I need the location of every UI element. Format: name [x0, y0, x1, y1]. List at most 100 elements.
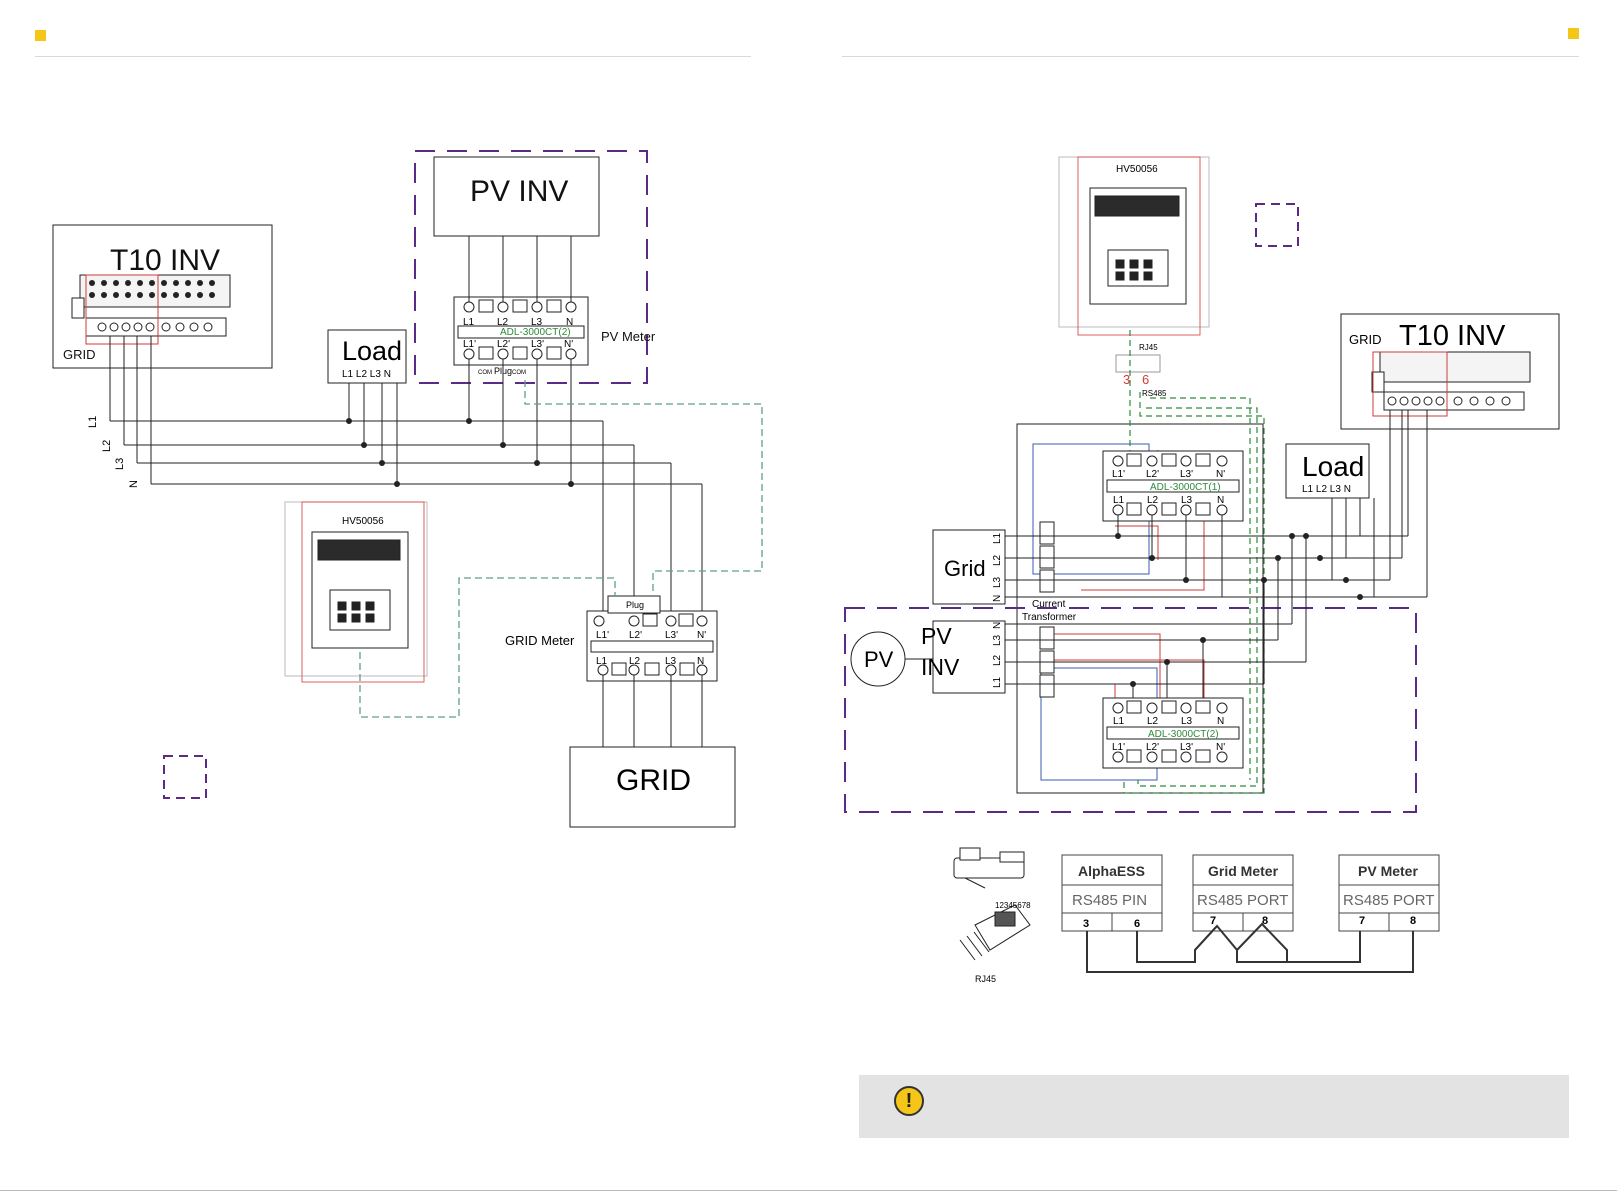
r-rj45-box	[1115, 354, 1161, 373]
r-grid-n: N	[992, 595, 1003, 602]
r-pin-3: 3	[1123, 372, 1130, 387]
r-hv-device	[1089, 187, 1187, 305]
r-meter1-model: ADL-3000CT(1)	[1150, 482, 1221, 493]
r-t10-terminal-screws	[1387, 396, 1511, 406]
pv-meter-com-b: COM	[512, 370, 526, 376]
bus-label-l3: L3	[114, 458, 126, 470]
r-hv-model: HV50056	[1116, 164, 1158, 175]
rs485-pin-diagram: 12345678 RJ45 AlphaESS RS485 PIN 3 6 Gri…	[953, 847, 1440, 984]
r-load-terms: L1 L2 L3 N	[1302, 484, 1351, 495]
r-meter2-model: ADL-3000CT(2)	[1148, 729, 1219, 740]
grid-box-title: GRID	[616, 764, 691, 797]
r-pv-l1: L1	[992, 676, 1003, 688]
pv-meter-term-l3p: L3'	[531, 339, 544, 350]
pv-inv-box	[433, 156, 600, 237]
r-grid-title: Grid	[944, 556, 986, 581]
r-meter1-term-l3: L3	[1181, 495, 1193, 506]
right-wiring-diagram: HV50056 RJ45 3 6 RS485 T10 INV GRID Load…	[844, 156, 1560, 813]
r-pv-inv-l1: PV	[921, 623, 952, 649]
r-grid-phase-wires	[1005, 410, 1428, 598]
bus-junctions	[346, 418, 574, 487]
pv-meter-term-l1: L1	[463, 317, 475, 328]
bus-wires	[109, 336, 703, 621]
pv-meter-term-n: N	[566, 317, 573, 328]
r-t10-terminal-block	[1371, 351, 1531, 417]
r-pv-inv-l2: INV	[921, 654, 960, 680]
load-box	[327, 329, 407, 384]
r-meter2	[1102, 697, 1244, 769]
grid-meter-pin-7: 7	[1210, 915, 1216, 927]
r-load-box	[1285, 443, 1370, 499]
r-pv-l3: L3	[992, 634, 1003, 646]
grid-meter-term-l3p: L3'	[665, 630, 678, 641]
load-terms: L1 L2 L3 N	[342, 369, 391, 380]
pv-meter-term-l2p: L2'	[497, 339, 510, 350]
r-meter2-term-l2p: L2'	[1146, 742, 1159, 753]
pv-meter-term-l3: L3	[531, 317, 543, 328]
r-meter1-term-l2p: L2'	[1146, 469, 1159, 480]
r-meter1-terminals	[1112, 453, 1228, 516]
alphaess-title: AlphaESS	[1078, 863, 1145, 879]
grid-wires	[602, 675, 703, 747]
r-grid-l1: L1	[992, 532, 1003, 544]
r-ct-label-2: Transformer	[1022, 612, 1077, 623]
grid-meter-pin-8: 8	[1262, 915, 1268, 927]
pv-meter-label: PV Meter	[601, 329, 656, 344]
r-grid-l3: L3	[992, 576, 1003, 588]
rj45-plug-sketch	[953, 847, 1031, 961]
rj45-label: RJ45	[975, 974, 996, 984]
warning-icon-glyph: !	[905, 1089, 913, 1112]
grid-meter-term-l3: L3	[665, 656, 677, 667]
comm-cables	[359, 380, 763, 718]
grid-meter-term-l1p: L1'	[596, 630, 609, 641]
r-load-title: Load	[1302, 451, 1364, 482]
alphaess-pin-3: 3	[1083, 918, 1089, 930]
note-box: !	[859, 1075, 1569, 1138]
r-pv-dashed-enclosure	[844, 607, 1417, 813]
warning-icon: !	[894, 1086, 924, 1116]
pv-inv-wires	[468, 236, 572, 302]
r-meter2-term-l1p: L1'	[1112, 742, 1125, 753]
r-meter2-term-np: N'	[1216, 742, 1225, 753]
r-pin-6: 6	[1142, 372, 1149, 387]
grid-meter-term-l2p: L2'	[629, 630, 642, 641]
t10-terminal-screws	[97, 322, 213, 332]
r-rs485-label: RS485	[1142, 389, 1167, 398]
footer-rule	[0, 1190, 1617, 1191]
hv-model: HV50056	[342, 516, 384, 527]
alphaess-sub: RS485 PIN	[1072, 892, 1147, 909]
pv-meter-pin-8: 8	[1410, 915, 1416, 927]
pv-meter-term-np: N'	[564, 339, 573, 350]
grid-meter-term-l2: L2	[629, 656, 641, 667]
grid-meter-term-np: N'	[697, 630, 706, 641]
grid-meter-port-title: Grid Meter	[1208, 863, 1279, 879]
r-meter1-term-np: N'	[1216, 469, 1225, 480]
rj45-pin-numbers: 12345678	[995, 901, 1031, 910]
t10-grid-port-label: GRID	[63, 347, 96, 362]
r-meter2-term-l1: L1	[1113, 716, 1125, 727]
r-grid-box	[932, 529, 1006, 605]
r-hv-red-frame	[1077, 156, 1201, 336]
pv-inv-title: PV INV	[470, 175, 568, 208]
r-comm-cables	[1123, 330, 1265, 794]
t10-terminal-block	[71, 274, 231, 345]
r-grid-l2: L2	[992, 554, 1003, 566]
r-pv-l2: L2	[992, 654, 1003, 666]
hv-battery-red-frame	[301, 501, 425, 683]
r-pv-inv-box	[932, 620, 1006, 694]
r-meter2-terminals	[1112, 700, 1228, 763]
header-rule-right	[842, 56, 1579, 57]
bus-label-l1: L1	[87, 416, 99, 428]
grid-meter-term-n: N	[697, 656, 704, 667]
pv-meter-term-l2: L2	[497, 317, 509, 328]
r-ct-blocks-bottom	[1039, 626, 1055, 698]
r-t10-port: GRID	[1349, 332, 1382, 347]
grid-meter-label: GRID Meter	[505, 633, 575, 648]
grid-meter-port-sub: RS485 PORT	[1197, 892, 1288, 909]
grid-meter	[586, 595, 718, 682]
left-wiring-diagram: T10 INV GRID PV INV ADL-3000CT(2) PV Met…	[52, 150, 763, 828]
r-meter2-term-l2: L2	[1147, 716, 1159, 727]
pv-meter-term-l1p: L1'	[463, 339, 476, 350]
r-pv-n: N	[992, 622, 1003, 629]
pv-meter-pin-7: 7	[1359, 915, 1365, 927]
